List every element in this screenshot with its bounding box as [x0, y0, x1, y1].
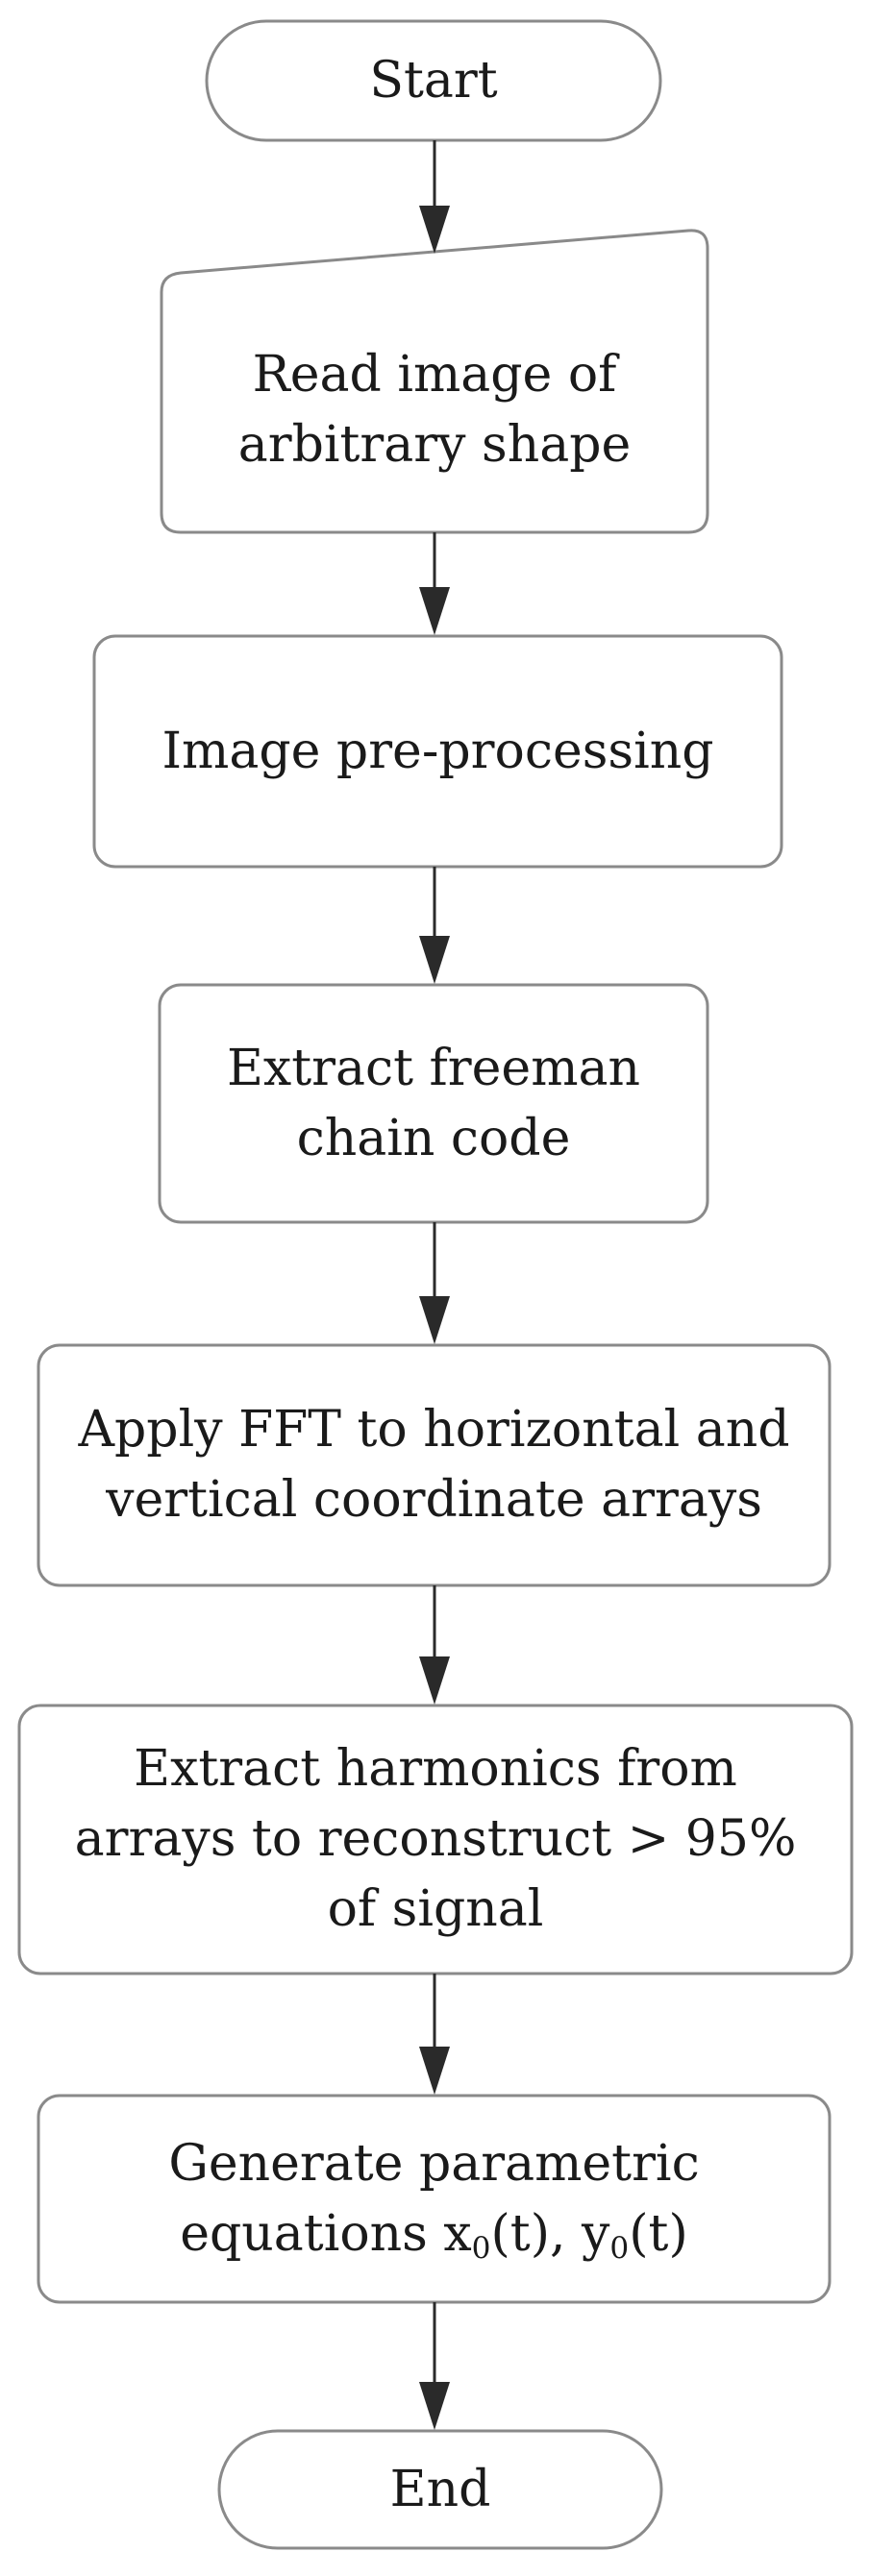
end-label: End [219, 2431, 661, 2548]
freeman-label: Extract freeman chain code [160, 985, 708, 1222]
start-text: Start [369, 51, 498, 110]
read-image-label: Read image of arbitrary shape [161, 288, 708, 532]
start-label: Start [207, 21, 660, 140]
read-image-shape [160, 229, 709, 534]
arrowhead-equations-to-end [419, 2382, 450, 2430]
equations-sub-x: 0 [471, 2230, 491, 2266]
equations-sub-y: 0 [609, 2230, 630, 2266]
equations-prefix: Generate parametric equations x [168, 2134, 700, 2263]
arrowhead-read-to-preprocessing [419, 587, 450, 635]
arrowhead-preprocessing-to-freeman [419, 936, 450, 984]
arrowhead-start-to-read [419, 206, 450, 254]
arrowhead-freeman-to-fft [419, 1296, 450, 1344]
harmonics-text: Extract harmonics from arrays to reconst… [74, 1740, 797, 1938]
preprocessing-shape [92, 634, 783, 869]
fft-label: Apply FFT to horizontal and vertical coo… [38, 1345, 830, 1585]
end-terminal-shape [217, 2429, 663, 2550]
preprocessing-label: Image pre-processing [94, 636, 782, 867]
preprocessing-text: Image pre-processing [161, 722, 714, 780]
harmonics-label: Extract harmonics from arrays to reconst… [19, 1705, 852, 1974]
arrowhead-harmonics-to-equations [419, 2047, 450, 2095]
equations-label: Generate parametric equations x0(t), y0(… [38, 2096, 830, 2302]
fft-text: Apply FFT to horizontal and vertical coo… [78, 1401, 790, 1529]
equations-text: Generate parametric equations x0(t), y0(… [154, 2129, 714, 2269]
arrowhead-fft-to-harmonics [419, 1656, 450, 1705]
end-text: End [389, 2460, 491, 2518]
freeman-text: Extract freeman chain code [226, 1039, 641, 1167]
read-image-text: Read image of arbitrary shape [237, 346, 632, 474]
equations-middle: (t), y [490, 2204, 610, 2263]
equations-suffix: (t) [629, 2204, 688, 2263]
